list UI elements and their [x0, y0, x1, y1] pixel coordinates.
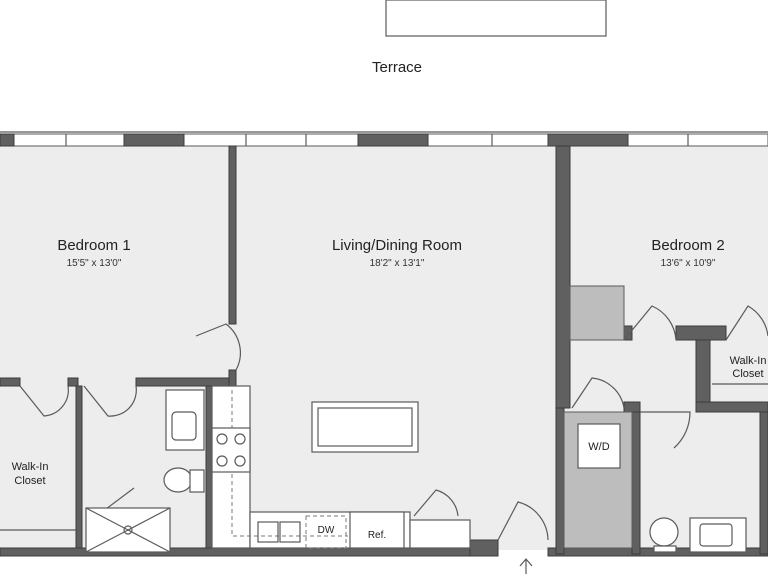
bedroom1-label: Bedroom 1 — [57, 237, 130, 254]
bedroom2-dimensions: 13'6" x 10'9" — [661, 258, 716, 269]
closet1-label-line2: Closet — [14, 475, 45, 487]
interior-floor — [0, 146, 768, 550]
washer-dryer-label: W/D — [588, 441, 609, 453]
terrace-area — [0, 0, 768, 133]
entry-arrow-icon — [519, 558, 533, 574]
bathroom1-fixtures — [85, 389, 205, 553]
living-label: Living/Dining Room — [332, 237, 462, 254]
dishwasher-label: DW — [318, 525, 335, 536]
cooktop — [211, 427, 251, 473]
kitchen-sink — [257, 521, 301, 543]
bedroom2-shaded-corner — [569, 285, 625, 341]
bedroom1-dimensions: 15'5" x 13'0" — [67, 258, 122, 269]
closet-shelving — [0, 383, 768, 531]
kitchen-counters — [211, 385, 471, 549]
refrigerator-label: Ref. — [368, 530, 386, 541]
terrace-label: Terrace — [372, 59, 422, 76]
kitchen-island — [311, 401, 419, 453]
bedroom2-label: Bedroom 2 — [651, 237, 724, 254]
living-dimensions: 18'2" x 13'1" — [370, 258, 425, 269]
window-band — [0, 133, 768, 147]
closet2-label-line1: Walk-In — [730, 355, 767, 367]
bathroom2-fixtures — [649, 517, 747, 553]
washer-dryer-box — [577, 423, 621, 469]
closet2-label-line2: Closet — [732, 368, 763, 380]
closet1-label-line1: Walk-In — [12, 461, 49, 473]
